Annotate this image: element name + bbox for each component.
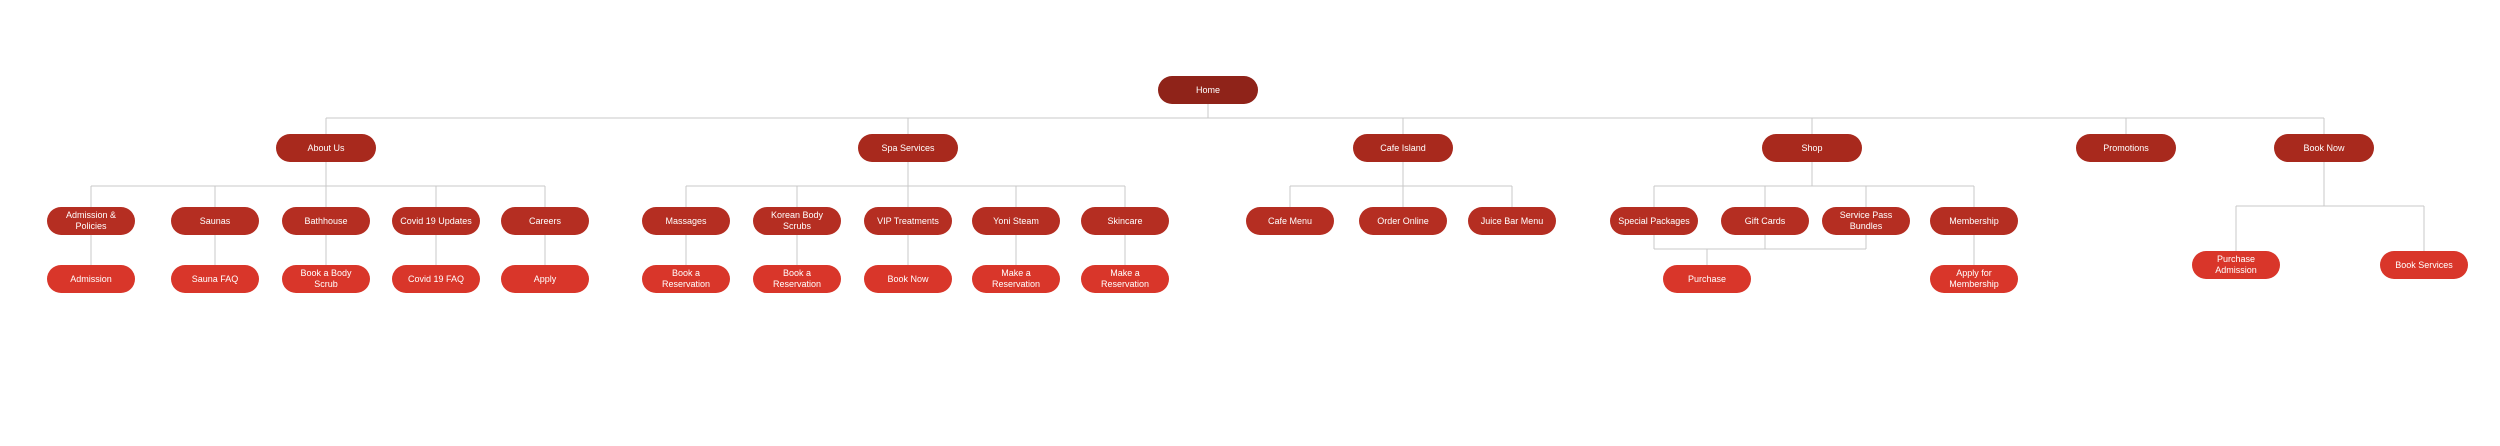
node-apply[interactable]: Apply [501, 265, 589, 293]
node-yoni-make-reservation[interactable]: Make a Reservation [972, 265, 1060, 293]
node-gift-cards[interactable]: Gift Cards [1721, 207, 1809, 235]
node-admission[interactable]: Admission [47, 265, 135, 293]
node-vip-treatments[interactable]: VIP Treatments [864, 207, 952, 235]
node-massages[interactable]: Massages [642, 207, 730, 235]
node-special-packages[interactable]: Special Packages [1610, 207, 1698, 235]
node-saunas[interactable]: Saunas [171, 207, 259, 235]
node-about-us[interactable]: About Us [276, 134, 376, 162]
node-book-body-scrub[interactable]: Book a Body Scrub [282, 265, 370, 293]
node-careers[interactable]: Careers [501, 207, 589, 235]
node-service-pass-bundles[interactable]: Service Pass Bundles [1822, 207, 1910, 235]
node-shop[interactable]: Shop [1762, 134, 1862, 162]
node-cafe-menu[interactable]: Cafe Menu [1246, 207, 1334, 235]
node-admission-policies[interactable]: Admission & Policies [47, 207, 135, 235]
node-promotions[interactable]: Promotions [2076, 134, 2176, 162]
node-juice-bar-menu[interactable]: Juice Bar Menu [1468, 207, 1556, 235]
node-purchase-admission[interactable]: Purchase Admission [2192, 251, 2280, 279]
node-korean-body-scrubs[interactable]: Korean Body Scrubs [753, 207, 841, 235]
node-korean-book-reservation[interactable]: Book a Reservation [753, 265, 841, 293]
node-home[interactable]: Home [1158, 76, 1258, 104]
node-book-now[interactable]: Book Now [2274, 134, 2374, 162]
node-vip-book-now[interactable]: Book Now [864, 265, 952, 293]
node-skincare-make-reservation[interactable]: Make a Reservation [1081, 265, 1169, 293]
node-yoni-steam[interactable]: Yoni Steam [972, 207, 1060, 235]
node-book-services[interactable]: Book Services [2380, 251, 2468, 279]
node-cafe-island[interactable]: Cafe Island [1353, 134, 1453, 162]
node-covid-updates[interactable]: Covid 19 Updates [392, 207, 480, 235]
node-skincare[interactable]: Skincare [1081, 207, 1169, 235]
node-membership[interactable]: Membership [1930, 207, 2018, 235]
node-bathhouse[interactable]: Bathhouse [282, 207, 370, 235]
node-apply-membership[interactable]: Apply for Membership [1930, 265, 2018, 293]
node-order-online[interactable]: Order Online [1359, 207, 1447, 235]
node-purchase[interactable]: Purchase [1663, 265, 1751, 293]
node-spa-services[interactable]: Spa Services [858, 134, 958, 162]
node-massages-book-reservation[interactable]: Book a Reservation [642, 265, 730, 293]
node-covid-faq[interactable]: Covid 19 FAQ [392, 265, 480, 293]
node-sauna-faq[interactable]: Sauna FAQ [171, 265, 259, 293]
